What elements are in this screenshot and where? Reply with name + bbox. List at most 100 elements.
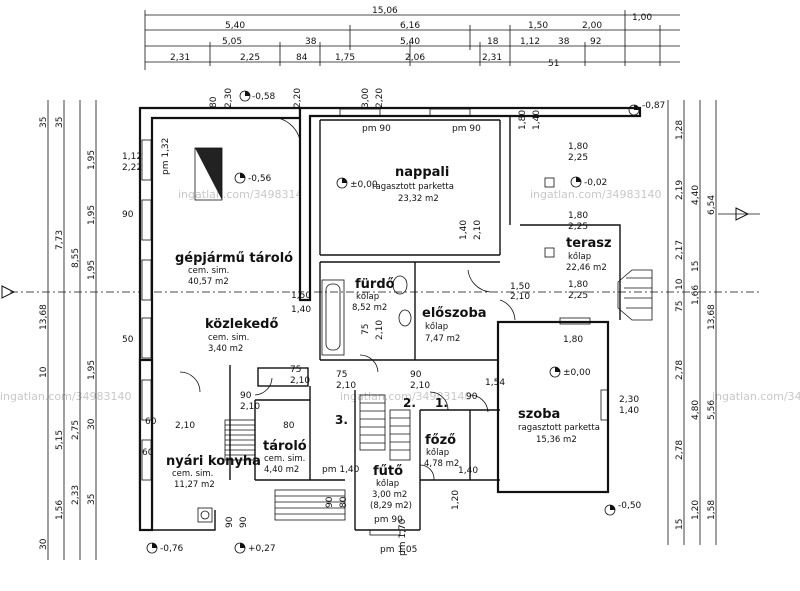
dim-left-7: 7,73 bbox=[55, 230, 65, 250]
room-kitchen: nyári konyha cem. sim. 11,27 m2 bbox=[166, 454, 261, 490]
level-marker-3: -0,56 bbox=[234, 172, 272, 184]
room-number-2: 2. bbox=[403, 396, 416, 410]
level-marker-7: -0,50 bbox=[604, 501, 642, 516]
room-kitchen-floor: cem. sim. bbox=[172, 469, 213, 479]
opening-label-42: 60 bbox=[145, 417, 157, 427]
dim-top-4: 2,00 bbox=[582, 21, 602, 31]
room-room-area: 15,36 m2 bbox=[536, 435, 577, 445]
level-6: ±0,00 bbox=[563, 368, 591, 378]
dim-right-3: 4,40 bbox=[691, 185, 701, 205]
opening-label-32: 1,40 bbox=[458, 466, 478, 476]
dim-right-16: 1,58 bbox=[707, 500, 717, 520]
windows bbox=[141, 108, 609, 536]
opening-label-13: 2,10 bbox=[510, 292, 530, 302]
opening-label-36: pm 1,70 bbox=[398, 518, 408, 556]
opening-label-24: 90 bbox=[240, 391, 252, 401]
dim-low-4: 1,75 bbox=[335, 53, 355, 63]
opening-label-51: 1,12 bbox=[122, 152, 142, 162]
level-marker-1: -0,58 bbox=[239, 90, 276, 102]
opening-label-41: 80 bbox=[339, 496, 349, 508]
room-corridor-floor: cem. sim. bbox=[208, 333, 249, 343]
room-number-1: 1. bbox=[435, 396, 448, 410]
level-marker-5: -0,87 bbox=[628, 101, 665, 116]
level-markers: -0,58 ±0,00 -0,56 -0,02 -0,87 ±0,00 -0,5… bbox=[146, 90, 665, 554]
dim-right-4: 6,54 bbox=[707, 195, 717, 215]
fixtures bbox=[194, 147, 555, 523]
opening-label-29: 2,30 bbox=[619, 395, 639, 405]
dim-mid-3: 5,40 bbox=[400, 37, 420, 47]
dim-left-16: 10 bbox=[39, 366, 49, 378]
dim-left-17: 30 bbox=[87, 418, 97, 430]
opening-label-54: 50 bbox=[122, 335, 134, 345]
level-marker-2: ±0,00 bbox=[336, 177, 378, 190]
watermark-1: ingatlan.com/34983140 bbox=[178, 188, 310, 201]
dim-right-17: 15 bbox=[675, 519, 685, 530]
dim-mid-2: 38 bbox=[305, 37, 317, 47]
opening-label-30: 1,40 bbox=[619, 406, 639, 416]
opening-label-3: pm 90 bbox=[452, 124, 481, 134]
dim-top-2: 6,16 bbox=[400, 21, 420, 31]
dim-right-12: 5,56 bbox=[707, 400, 717, 420]
doors bbox=[179, 117, 516, 481]
dim-low-1: 2,31 bbox=[170, 53, 190, 63]
room-room-floor: ragasztott parketta bbox=[518, 423, 600, 433]
room-hall-name: előszoba bbox=[422, 306, 487, 321]
room-storage-floor: cem. sim. bbox=[264, 454, 305, 464]
level-5: -0,87 bbox=[642, 101, 665, 111]
opening-label-39: 90 bbox=[239, 516, 249, 528]
room-room: szoba ragasztott parketta 15,36 m2 bbox=[518, 407, 600, 445]
dim-left-2: 35 bbox=[55, 117, 65, 128]
opening-label-44: 2,30 bbox=[224, 88, 234, 108]
opening-label-43: 60 bbox=[142, 448, 154, 458]
room-number-3: 3. bbox=[335, 413, 348, 427]
room-kitchen-name: nyári konyha bbox=[166, 454, 261, 469]
dim-right-5: 2,17 bbox=[675, 240, 685, 260]
room-storage-name: tároló bbox=[263, 439, 307, 454]
room-bath: fürdő kőlap 8,52 m2 bbox=[352, 277, 395, 313]
level-7: -0,50 bbox=[618, 501, 642, 511]
dim-right-9: 75 bbox=[675, 301, 685, 312]
dim-total: 15,06 bbox=[372, 6, 398, 16]
opening-label-45: 80 bbox=[209, 96, 219, 108]
dim-low-5: 2,06 bbox=[405, 53, 425, 63]
opening-label-7: 2,25 bbox=[568, 153, 588, 163]
room-corridor: közlekedő cem. sim. 3,40 m2 bbox=[205, 317, 278, 354]
watermark-5: ingatlan.com/34983140 bbox=[712, 390, 800, 403]
dim-right-8: 10 bbox=[675, 278, 685, 290]
level-9: +0,27 bbox=[248, 544, 276, 554]
level-marker-8: -0,76 bbox=[146, 542, 184, 554]
level-1: -0,58 bbox=[252, 92, 276, 102]
room-boiler-area: 3,00 m2 bbox=[372, 490, 407, 500]
stairs bbox=[224, 269, 653, 521]
opening-label-5: 2,10 bbox=[473, 220, 483, 240]
opening-label-34: pm 1,40 bbox=[322, 465, 360, 475]
dim-mid-5: 1,12 bbox=[520, 37, 540, 47]
watermark-4: ingatlan.com/34983140 bbox=[340, 390, 472, 403]
watermark-2: ingatlan.com/34983140 bbox=[530, 188, 662, 201]
room-storage-area: 4,40 m2 bbox=[264, 465, 299, 475]
room-cook: főző kőlap 4,78 m2 bbox=[424, 433, 459, 469]
room-bath-floor: kőlap bbox=[356, 292, 379, 302]
dim-left-9: 13,68 bbox=[39, 304, 49, 330]
room-garage-name: gépjármű tároló bbox=[175, 251, 293, 266]
opening-label-35: pm 1,05 bbox=[380, 545, 417, 555]
room-boiler: fűtő kőlap 3,00 m2 (8,29 m2) bbox=[370, 464, 412, 511]
opening-label-15: 1,40 bbox=[291, 305, 311, 315]
dim-right-15: 1,20 bbox=[691, 500, 701, 520]
opening-dimensions: pm 1,32 pm 90 pm 90 1,40 2,10 1,80 2,25 … bbox=[122, 88, 639, 556]
room-corridor-name: közlekedő bbox=[205, 317, 278, 332]
dim-left-14: 35 bbox=[87, 494, 97, 505]
opening-label-49: 1,80 bbox=[518, 110, 528, 130]
opening-label-16: 75 bbox=[361, 324, 371, 335]
dim-left-13: 1,56 bbox=[55, 500, 65, 520]
dim-right-11: 4,80 bbox=[691, 400, 701, 420]
dim-left-11: 2,75 bbox=[71, 420, 81, 440]
dim-left-10: 5,15 bbox=[55, 430, 65, 450]
level-4: -0,02 bbox=[584, 178, 607, 188]
opening-label-2: pm 90 bbox=[362, 124, 391, 134]
room-room-name: szoba bbox=[518, 407, 560, 422]
opening-label-53: 90 bbox=[122, 210, 134, 220]
opening-label-6: 1,80 bbox=[568, 142, 588, 152]
dim-right-2: 2,19 bbox=[675, 180, 685, 200]
dim-top-5: 1,00 bbox=[632, 13, 652, 23]
